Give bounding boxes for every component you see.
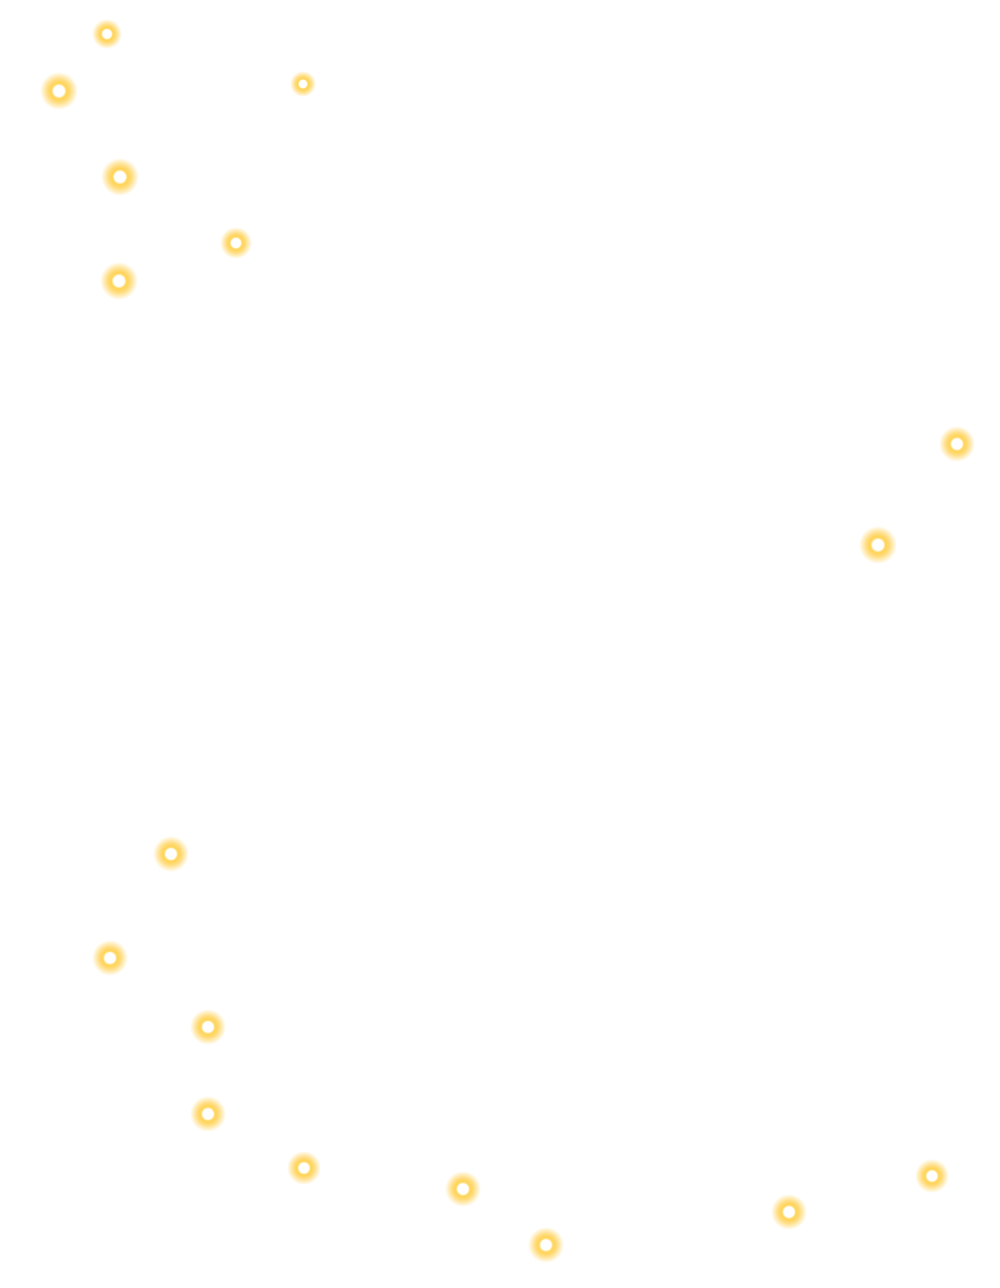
sparkle-12-glow xyxy=(190,1096,226,1132)
sparkle-7-glow xyxy=(939,426,975,462)
sparkle-17-glow xyxy=(915,1159,949,1193)
sparkle-2-glow xyxy=(40,72,78,110)
sparkle-16-glow xyxy=(771,1194,807,1230)
sparkle-6-glow xyxy=(100,262,138,300)
sparkle-11-glow xyxy=(190,1009,226,1045)
sparkle-1-glow xyxy=(92,19,122,49)
sparkle-14-glow xyxy=(445,1171,481,1207)
sparkle-group xyxy=(40,19,975,1263)
sparkle-9-glow xyxy=(153,836,189,872)
sparkle-5-glow xyxy=(220,227,252,259)
sparkle-4-glow xyxy=(101,158,139,196)
sparkle-8-glow xyxy=(859,526,897,564)
sparkle-10-glow xyxy=(92,940,128,976)
sparkle-13-glow xyxy=(287,1151,321,1185)
sparkle-15-glow xyxy=(528,1227,564,1263)
sparkle-3-glow xyxy=(290,71,316,97)
